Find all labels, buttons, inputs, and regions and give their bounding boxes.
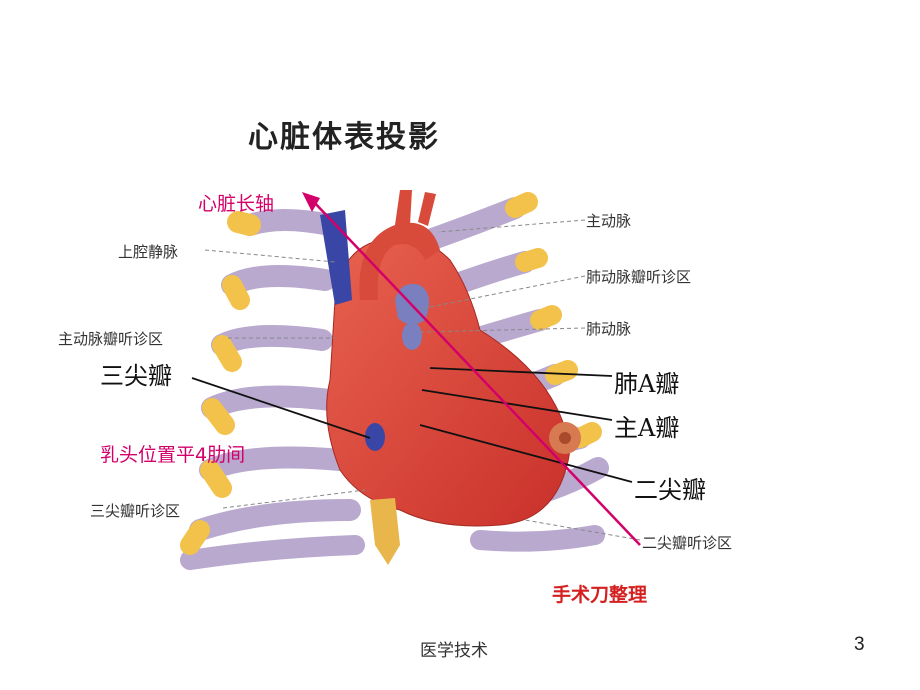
aorta-label: 主动脉 [586,212,632,230]
nipple-center [559,432,571,444]
pulmonary-area-label: 肺动脉瓣听诊区 [586,268,692,286]
tricuspid-area-label: 三尖瓣听诊区 [90,502,181,520]
leader-lines [204,219,641,541]
footer-text: 医学技术 [420,641,488,661]
aortic-valve-label: 主A瓣 [614,414,680,442]
pulmonary-valve-label: 肺A瓣 [614,370,680,398]
credit-label: 手术刀整理 [552,584,648,606]
figure-title: 心脏体表投影 [248,120,440,155]
aortic-area-label: 主动脉瓣听诊区 [58,330,164,348]
svc-label: 上腔静脉 [118,243,179,261]
heart-axis-arrowhead [302,192,320,212]
heart-axis-label: 心脏长轴 [198,193,275,215]
left-cartilage [180,211,261,555]
tricuspid-valve-label: 三尖瓣 [100,362,172,390]
brachiocephalic-vessels [395,190,436,226]
pulmonary-area-marker [402,322,422,350]
heart-axis-line [311,199,641,546]
page-number: 3 [854,634,865,655]
pulmonary-artery-label: 肺动脉 [586,320,632,338]
mitral-valve-label: 二尖瓣 [634,476,706,504]
xiphoid [370,498,400,565]
mitral-area-label: 二尖瓣听诊区 [642,534,733,552]
nipple-level-label: 乳头位置平4肋间 [100,444,246,466]
aortic-arch [359,222,440,300]
valve-callouts [191,367,633,483]
tricuspid-area-marker [365,423,385,451]
